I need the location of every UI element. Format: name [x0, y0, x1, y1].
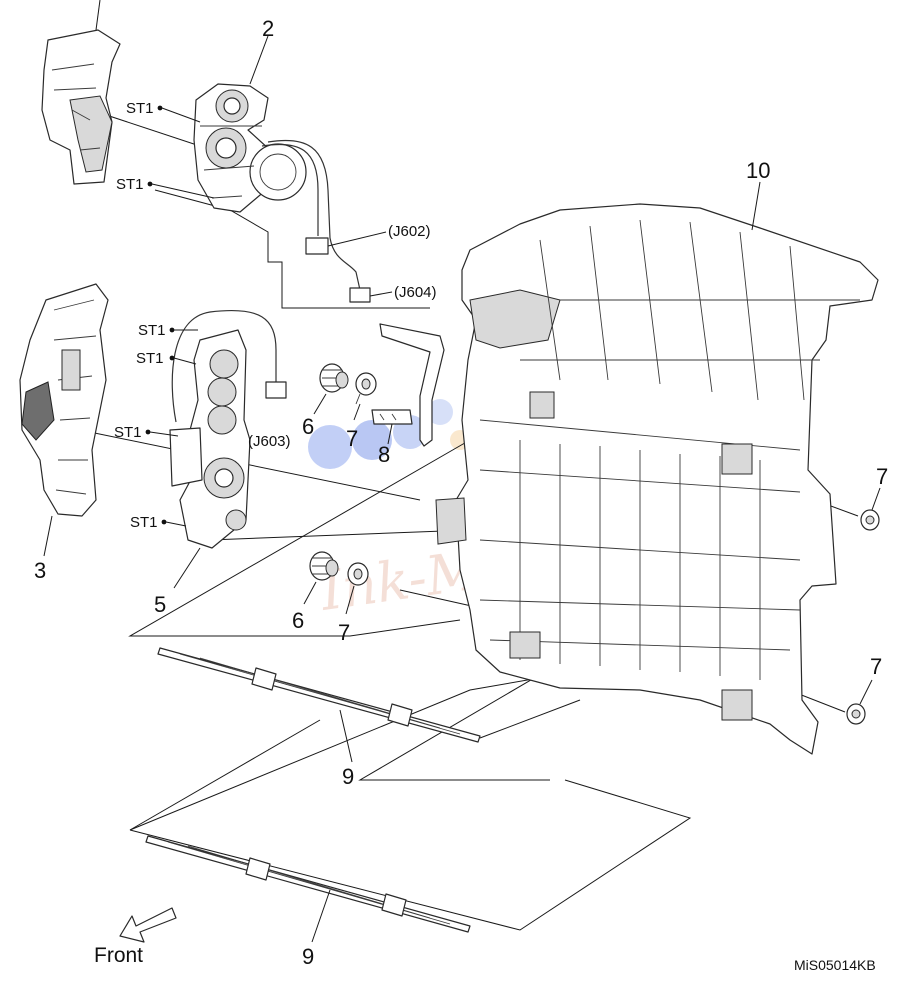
part-7-bearing-right-lower — [846, 679, 873, 725]
callout-8: 8 — [378, 442, 390, 467]
part-8-lever-spring — [379, 323, 445, 447]
callout-7-upper: 7 — [346, 426, 358, 451]
part-7-bearing-upper — [353, 372, 377, 421]
part-6-gear-upper — [313, 363, 349, 415]
st1-label-c: ST1 — [138, 322, 166, 339]
st1-label-f: ST1 — [130, 514, 158, 531]
part-6-gear-lower — [303, 551, 339, 605]
callout-2: 2 — [262, 16, 274, 41]
part-5-gear-bracket — [169, 309, 287, 589]
part-10-main-frame — [435, 181, 879, 755]
callout-3: 3 — [34, 558, 46, 583]
st1-label-e: ST1 — [114, 424, 142, 441]
connector-j603: (J603) — [248, 433, 291, 450]
front-arrow-icon — [119, 907, 177, 943]
part-8-bracket — [371, 409, 413, 445]
st1-label-a: ST1 — [126, 100, 154, 117]
figure-code: MiS05014KB — [794, 957, 876, 973]
st1-label-b: ST1 — [116, 176, 144, 193]
cables-part-2 — [261, 139, 393, 303]
callout-5: 5 — [154, 592, 166, 617]
callout-9-lower: 9 — [302, 944, 314, 969]
part-3-side-frame — [19, 283, 109, 557]
part-7-bearing-right-upper — [860, 487, 881, 531]
callout-10: 10 — [746, 158, 770, 183]
callout-numbers: 2 3 5 6 6 7 7 7 7 8 9 9 10 — [34, 16, 888, 969]
connector-j602: (J602) — [388, 223, 431, 240]
callout-7-right-lower: 7 — [870, 654, 882, 679]
screw-markers — [145, 105, 215, 527]
callout-9-upper: 9 — [342, 764, 354, 789]
st1-label-d: ST1 — [136, 350, 164, 367]
callout-6-lower: 6 — [292, 608, 304, 633]
screw-labels: ST1 ST1 ST1 ST1 ST1 ST1 — [114, 100, 166, 531]
callout-7-right-upper: 7 — [876, 464, 888, 489]
part-2-drive-assembly — [193, 35, 307, 213]
part-9-roller-upper — [157, 647, 481, 763]
part-7-bearing-lower — [345, 562, 369, 615]
part-1-cover — [41, 0, 121, 185]
callout-6-upper: 6 — [302, 414, 314, 439]
connector-j604: (J604) — [394, 284, 437, 301]
front-label: Front — [94, 944, 143, 967]
connector-labels: (J602) (J604) (J603) — [248, 223, 437, 450]
part-9-roller-lower — [145, 835, 471, 943]
callout-7-lower: 7 — [338, 620, 350, 645]
